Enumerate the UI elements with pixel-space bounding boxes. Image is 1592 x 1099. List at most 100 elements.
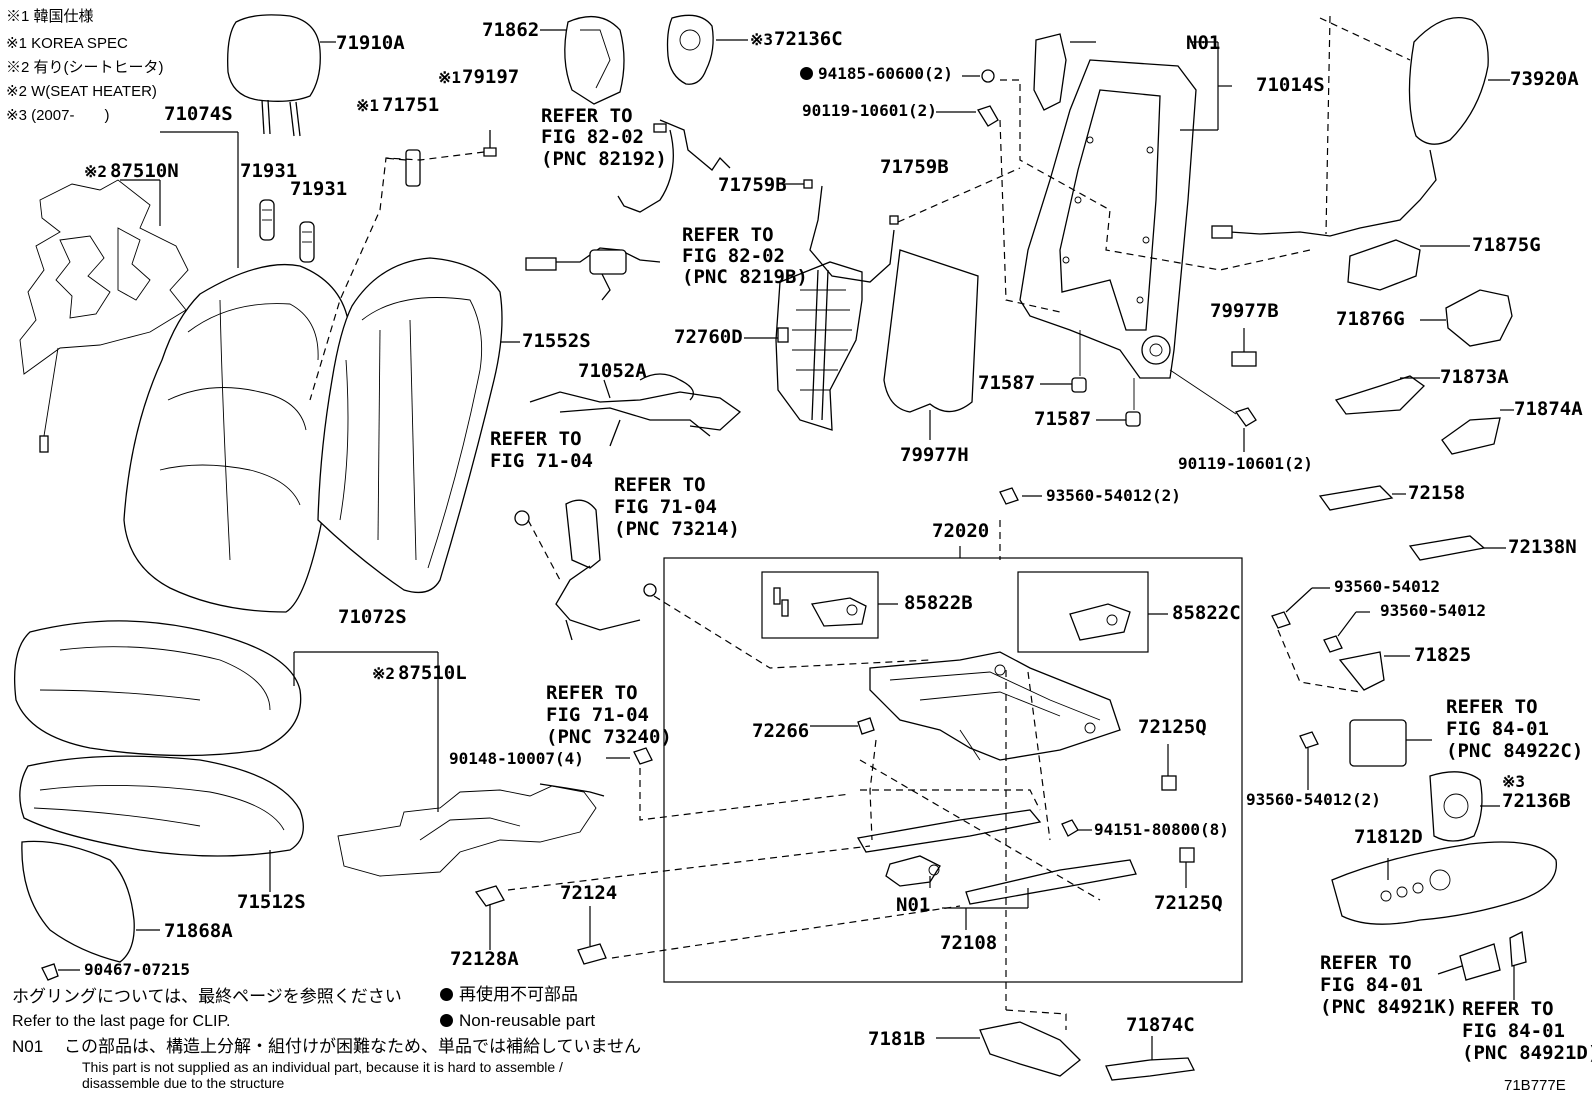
note-heater-jp: ※2 有り(シートヒータ) — [6, 59, 164, 76]
footer-n01-en1: This part is not supplied as an individu… — [82, 1059, 563, 1075]
footer-nonreuse-jp: 再使用不可部品 — [440, 986, 578, 1003]
part-label-71759B-a: 71759B — [718, 174, 787, 196]
part-label-79977H: 79977H — [900, 444, 969, 466]
part-label-71052A: 71052A — [578, 360, 647, 382]
part-label-90119-a: 90119-10601(2) — [802, 101, 937, 120]
part-label-73920A: 73920A — [1510, 68, 1579, 90]
part-label-72266: 72266 — [752, 720, 810, 742]
part-label-71552S: 71552S — [522, 330, 591, 352]
ref-84921D-3: (PNC 84921D) — [1462, 1042, 1592, 1064]
mark-2-87510N: ※2 — [84, 162, 108, 181]
part-label-71931-a: 71931 — [240, 160, 298, 182]
part-label-85822C: 85822C — [1172, 602, 1241, 624]
ref-73240-1: REFER TO — [546, 682, 638, 704]
ref-73214-1: REFER TO — [614, 474, 706, 496]
note-heater-en: ※2 W(SEAT HEATER) — [6, 83, 157, 100]
part-label-79197: 79197 — [462, 66, 520, 88]
part-label-94151: 94151-80800(8) — [1094, 820, 1229, 839]
footer-n01-code: N01 — [12, 1037, 44, 1056]
nonreusable-dot-94185 — [800, 66, 819, 82]
ref-82192-2: FIG 82-02 — [541, 126, 644, 148]
part-label-71812D: 71812D — [1354, 826, 1423, 848]
part-label-87510L: 87510L — [398, 662, 467, 684]
headrest-drawing — [227, 14, 336, 137]
part-label-72124: 72124 — [560, 882, 618, 904]
footer-nonreuse-en-text: Non-reusable part — [459, 1011, 596, 1030]
part-label-7181B: 7181B — [868, 1028, 926, 1050]
ref-84922C-3: (PNC 84922C) — [1446, 740, 1584, 762]
footer-clip-jp: ホグリングについては、最終ページを参照ください — [12, 987, 402, 1006]
footer-n01-jp: この部品は、構造上分解・組付けが困難なため、単品では補給していません — [64, 1037, 641, 1056]
ref-8219B-1: REFER TO — [682, 224, 774, 246]
part-label-93560-d: 93560-54012(2) — [1246, 790, 1381, 809]
note-2007: ※3 (2007- ) — [6, 107, 110, 124]
part-label-72136B: 72136B — [1502, 790, 1571, 812]
ref-84922C-2: FIG 84-01 — [1446, 718, 1549, 740]
part-label-71862: 71862 — [482, 19, 540, 41]
ref-84921K-1: REFER TO — [1320, 952, 1412, 974]
ref-73214-3: (PNC 73214) — [614, 518, 740, 540]
ref-8219B-2: FIG 82-02 — [682, 245, 785, 267]
ref-82192-1: REFER TO — [541, 105, 633, 127]
part-label-71825: 71825 — [1414, 644, 1472, 666]
part-label-N01-top: N01 — [1186, 32, 1221, 54]
part-label-93560-b: 93560-54012 — [1334, 577, 1440, 596]
ref-82192-3: (PNC 82192) — [541, 148, 667, 170]
part-label-71873A: 71873A — [1440, 366, 1509, 388]
mark-3-72136B: ※3 — [1502, 772, 1526, 791]
mark-3-72136C: ※3 — [750, 30, 774, 49]
part-label-72125Q-a: 72125Q — [1138, 716, 1207, 738]
part-label-90467: 90467-07215 — [84, 960, 190, 979]
note-korea-en: ※1 KOREA SPEC — [6, 35, 128, 52]
ref-73240-2: FIG 71-04 — [546, 704, 649, 726]
note-korea-jp: ※1 韓国仕様 — [6, 8, 94, 25]
ref-73240-3: (PNC 73240) — [546, 726, 672, 748]
part-label-71874C: 71874C — [1126, 1014, 1195, 1036]
ref-7104-1: REFER TO — [490, 428, 582, 450]
part-label-71931-b: 71931 — [290, 178, 348, 200]
ref-84922C-1: REFER TO — [1446, 696, 1538, 718]
footer-clip-en: Refer to the last page for CLIP. — [12, 1013, 231, 1030]
part-label-N01-bottom: N01 — [896, 894, 931, 916]
part-label-72138N: 72138N — [1508, 536, 1577, 558]
part-label-90148: 90148-10007(4) — [449, 749, 584, 768]
part-label-93560-c: 93560-54012 — [1380, 601, 1486, 620]
footer-n01-en2: disassemble due to the structure — [82, 1075, 285, 1091]
part-label-71759B-b: 71759B — [880, 156, 949, 178]
mark-1-79197: ※1 — [438, 68, 462, 87]
ref-73214-2: FIG 71-04 — [614, 496, 717, 518]
part-label-87510N: 87510N — [110, 160, 179, 182]
part-label-71587-a: 71587 — [978, 372, 1036, 394]
ref-8219B-3: (PNC 8219B) — [682, 266, 808, 288]
part-label-72125Q-b: 72125Q — [1154, 892, 1223, 914]
part-label-71876G: 71876G — [1336, 308, 1405, 330]
part-label-94185: 94185-60600(2) — [818, 64, 953, 83]
nonreusable-dot-icon — [440, 988, 453, 1001]
ref-84921D-2: FIG 84-01 — [1462, 1020, 1565, 1042]
figure-id: 71B777E — [1504, 1077, 1566, 1094]
part-label-72136C: 72136C — [774, 28, 843, 50]
part-label-71874A: 71874A — [1514, 398, 1583, 420]
footer-nonreuse-en: Non-reusable part — [440, 1012, 595, 1029]
part-label-93560-a: 93560-54012(2) — [1046, 486, 1181, 505]
mark-2-87510L: ※2 — [372, 664, 396, 683]
part-label-71072S: 71072S — [338, 606, 407, 628]
ref-84921K-2: FIG 84-01 — [1320, 974, 1423, 996]
part-label-72158: 72158 — [1408, 482, 1466, 504]
footer-nonreuse-jp-text: 再使用不可部品 — [459, 985, 578, 1004]
part-label-71875G: 71875G — [1472, 234, 1541, 256]
mark-1-71751: ※1 — [356, 96, 380, 115]
part-label-85822B: 85822B — [904, 592, 973, 614]
part-label-71587-b: 71587 — [1034, 408, 1092, 430]
part-label-72020: 72020 — [932, 520, 990, 542]
part-label-72108: 72108 — [940, 932, 998, 954]
part-label-72760D: 72760D — [674, 326, 743, 348]
pin-drawing — [259, 199, 315, 263]
part-label-90119-b: 90119-10601(2) — [1178, 454, 1313, 473]
part-label-71868A: 71868A — [164, 920, 233, 942]
part-label-71074S: 71074S — [164, 103, 233, 125]
part-label-71910A: 71910A — [336, 32, 405, 54]
part-label-71751: 71751 — [382, 94, 440, 116]
